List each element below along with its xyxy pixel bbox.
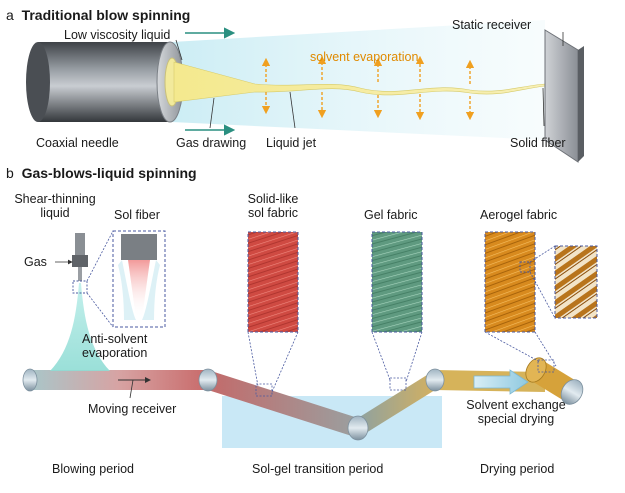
aerogel-roll xyxy=(525,357,584,405)
aerogel-zoom-inset xyxy=(554,245,598,319)
panel-b-heading: b Gas-blows-liquid spinning xyxy=(6,166,197,180)
label-solvent-evaporation: solvent evaporation xyxy=(310,50,419,64)
label-moving-receiver: Moving receiver xyxy=(88,402,177,416)
label-anti-solvent-evaporation: Anti-solvent evaporation xyxy=(82,332,147,360)
panel-b-title: Gas-blows-liquid spinning xyxy=(21,165,197,181)
label-solvent-exchange: Solvent exchange special drying xyxy=(460,398,572,426)
label-gas-drawing: Gas drawing xyxy=(176,136,247,150)
nozzle-zoom-marker xyxy=(72,280,88,294)
label-drying-period: Drying period xyxy=(480,462,555,476)
label-solid-like-sol-fabric: Solid-like sol fabric xyxy=(232,192,314,220)
label-anti-line1: Anti-solvent xyxy=(82,332,148,346)
label-sol-gel-transition-period: Sol-gel transition period xyxy=(252,462,384,476)
label-sol-fiber: Sol fiber xyxy=(114,208,160,222)
label-liquid-jet: Liquid jet xyxy=(266,136,317,150)
label-static-receiver: Static receiver xyxy=(452,18,532,32)
label-gas: Gas xyxy=(24,255,47,269)
process-arrow xyxy=(473,369,529,395)
label-shear-line1: Shear-thinning xyxy=(14,192,96,206)
label-exchange-line2: special drying xyxy=(477,412,555,426)
label-aerogel-fabric: Aerogel fabric xyxy=(480,208,558,222)
gel-fabric-swatch xyxy=(371,231,423,333)
label-gel-fabric: Gel fabric xyxy=(364,208,418,222)
spinning-nozzle xyxy=(55,233,88,281)
evaporation-arrows xyxy=(261,55,475,121)
label-shear-line2: liquid xyxy=(40,206,70,220)
label-solid-line2: sol fabric xyxy=(247,206,299,220)
panel-b-letter: b xyxy=(6,165,14,181)
panel-a-title: Traditional blow spinning xyxy=(21,7,191,23)
label-low-viscosity-liquid: Low viscosity liquid xyxy=(64,28,171,42)
panel-a-letter: a xyxy=(6,7,14,23)
coaxial-needle xyxy=(26,41,184,123)
sol-fiber-inset xyxy=(112,230,166,328)
label-anti-line2: evaporation xyxy=(82,346,148,360)
panel-a-heading: a Traditional blow spinning xyxy=(6,8,190,22)
label-coaxial-needle: Coaxial needle xyxy=(36,136,119,150)
label-exchange-line1: Solvent exchange xyxy=(466,398,566,412)
label-solid-line1: Solid-like xyxy=(247,192,299,206)
label-shear-thinning-liquid: Shear-thinning liquid xyxy=(10,192,100,220)
label-solid-fiber: Solid fiber xyxy=(510,136,566,150)
aerogel-fabric-swatch xyxy=(484,231,536,333)
sol-fiber-plume xyxy=(50,283,110,371)
sol-fabric-swatch xyxy=(247,231,299,333)
label-blowing-period: Blowing period xyxy=(52,462,134,476)
